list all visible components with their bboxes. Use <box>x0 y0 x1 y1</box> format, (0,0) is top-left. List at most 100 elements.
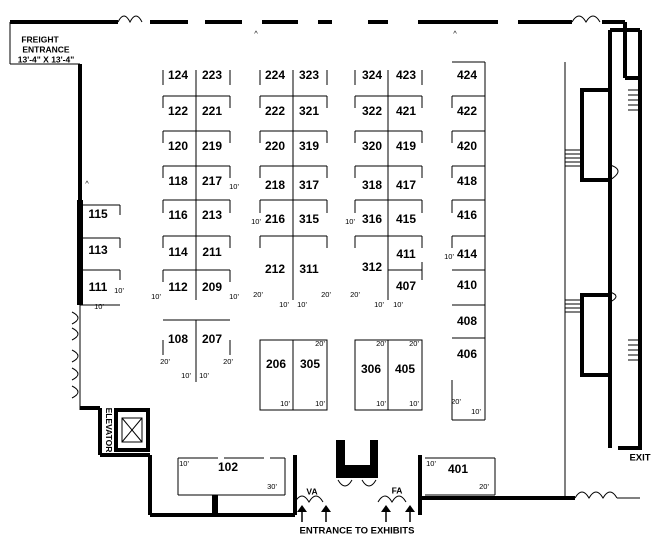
booth-219[interactable]: 219 <box>202 139 222 153</box>
booth-122[interactable]: 122 <box>168 104 188 118</box>
dim-label: 20' <box>409 339 419 348</box>
booth-420[interactable]: 420 <box>457 139 477 153</box>
dim-label: 10' <box>409 399 419 408</box>
dim-label: 10' <box>444 252 454 261</box>
booth-213[interactable]: 213 <box>202 208 222 222</box>
booth-220[interactable]: 220 <box>265 139 285 153</box>
booth-424[interactable]: 424 <box>457 68 477 82</box>
booth-311[interactable]: 311 <box>299 262 319 276</box>
booth-419[interactable]: 419 <box>396 139 416 153</box>
booth-209[interactable]: 209 <box>202 280 222 294</box>
booth-207[interactable]: 207 <box>202 332 222 346</box>
entrance-arrow-icon <box>297 505 307 522</box>
booth-422[interactable]: 422 <box>457 104 477 118</box>
booth-221[interactable]: 221 <box>202 104 222 118</box>
freight-entrance-label-2: ENTRANCE <box>22 44 70 54</box>
booth-206[interactable]: 206 <box>266 357 286 371</box>
booth-306[interactable]: 306 <box>361 362 381 376</box>
booth-116[interactable]: 116 <box>168 208 188 222</box>
booth-318[interactable]: 318 <box>362 178 382 192</box>
fa-label: FA <box>392 485 403 495</box>
dim-label: 10' <box>315 399 325 408</box>
dim-label: 10' <box>199 371 209 380</box>
booth-401[interactable]: 401 <box>448 462 468 476</box>
dim-label: 20' <box>315 339 325 348</box>
dim-label: 10' <box>229 182 239 191</box>
dim-label: 10' <box>280 399 290 408</box>
booth-315[interactable]: 315 <box>299 212 319 226</box>
dim-label: 10' <box>279 300 289 309</box>
booth-111[interactable]: 111 <box>89 280 108 294</box>
map-annotations: FREIGHT ENTRANCE 13'-4" X 13'-4" ^ ^ ^ E… <box>18 29 651 537</box>
booth-212[interactable]: 212 <box>265 262 285 276</box>
dim-label: 10' <box>297 300 307 309</box>
booth-grid <box>80 61 496 496</box>
booth-305[interactable]: 305 <box>300 357 320 371</box>
booth-218[interactable]: 218 <box>265 178 285 192</box>
dim-label: 10' <box>393 300 403 309</box>
booth-406[interactable]: 406 <box>457 347 477 361</box>
va-label: VA <box>306 486 317 496</box>
entrance-arrow-icon <box>321 505 331 522</box>
booth-224[interactable]: 224 <box>265 68 285 82</box>
caret-marker: ^ <box>85 179 89 188</box>
exit-label[interactable]: EXIT <box>629 453 650 464</box>
booth-321[interactable]: 321 <box>299 104 319 118</box>
booth-418[interactable]: 418 <box>457 174 477 188</box>
booth-112[interactable]: 112 <box>168 280 188 294</box>
entrance-label[interactable]: ENTRANCE TO EXHIBITS <box>300 526 415 537</box>
booth-217[interactable]: 217 <box>202 174 222 188</box>
dim-label: 30' <box>267 482 277 491</box>
dim-label: 10' <box>376 399 386 408</box>
booth-223[interactable]: 223 <box>202 68 222 82</box>
booth-319[interactable]: 319 <box>299 139 319 153</box>
booth-423[interactable]: 423 <box>396 68 416 82</box>
booth-421[interactable]: 421 <box>396 104 416 118</box>
booth-416[interactable]: 416 <box>457 208 477 222</box>
dim-label: 10' <box>471 407 481 416</box>
dim-label: 10' <box>94 302 104 311</box>
booth-316[interactable]: 316 <box>362 212 382 226</box>
booth-317[interactable]: 317 <box>299 178 319 192</box>
booth-407[interactable]: 407 <box>396 279 416 293</box>
booth-322[interactable]: 322 <box>362 104 382 118</box>
booth-216[interactable]: 216 <box>265 212 285 226</box>
booth-222[interactable]: 222 <box>265 104 285 118</box>
booth-323[interactable]: 323 <box>299 68 319 82</box>
booth-113[interactable]: 113 <box>88 243 108 257</box>
booth-408[interactable]: 408 <box>457 314 477 328</box>
booth-120[interactable]: 120 <box>168 139 188 153</box>
dim-label: 20' <box>376 339 386 348</box>
booth-410[interactable]: 410 <box>457 278 477 292</box>
booth-114[interactable]: 114 <box>168 245 188 259</box>
booth-124[interactable]: 124 <box>168 68 188 82</box>
dim-label: 20' <box>350 290 360 299</box>
booth-211[interactable]: 211 <box>202 245 222 259</box>
outer-walls <box>9 15 642 517</box>
dim-label: 10' <box>114 286 124 295</box>
dim-label: 20' <box>253 290 263 299</box>
dim-label: 10' <box>181 371 191 380</box>
dim-label: 10' <box>151 292 161 301</box>
dim-label: 10' <box>179 459 189 468</box>
freight-entrance-label: FREIGHT <box>21 34 59 44</box>
caret-marker: ^ <box>254 29 258 38</box>
booth-324[interactable]: 324 <box>362 68 382 82</box>
booth-411[interactable]: 411 <box>396 247 416 261</box>
booth-115[interactable]: 115 <box>88 207 108 221</box>
booth-108[interactable]: 108 <box>168 332 188 346</box>
booth-102[interactable]: 102 <box>218 460 238 474</box>
booth-320[interactable]: 320 <box>362 139 382 153</box>
booth-118[interactable]: 118 <box>168 174 188 188</box>
booth-312[interactable]: 312 <box>362 260 382 274</box>
dim-label: 10' <box>374 300 384 309</box>
dim-label: 20' <box>321 290 331 299</box>
booth-405[interactable]: 405 <box>395 362 415 376</box>
dim-label: 20' <box>223 357 233 366</box>
booth-415[interactable]: 415 <box>396 212 416 226</box>
booth-414[interactable]: 414 <box>457 247 477 261</box>
entrance-arrows <box>297 505 415 522</box>
caret-marker: ^ <box>453 29 457 38</box>
booth-417[interactable]: 417 <box>396 178 416 192</box>
